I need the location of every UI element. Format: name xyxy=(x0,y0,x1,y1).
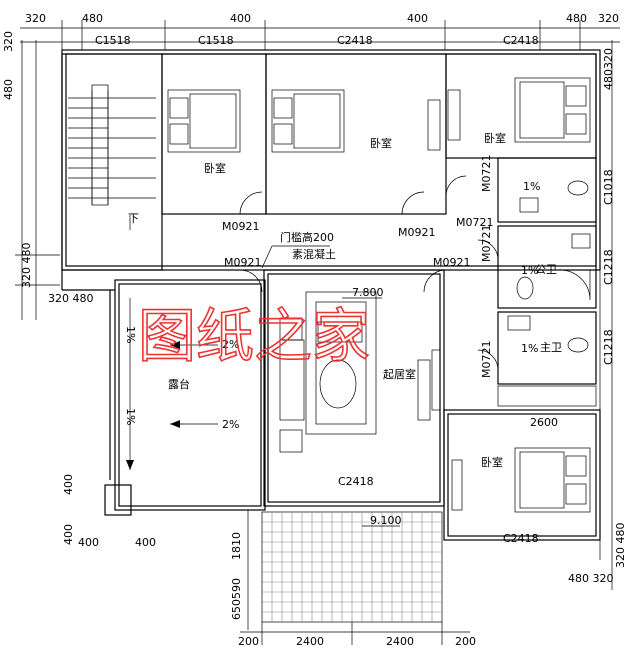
dim-left-320: 320 xyxy=(2,31,15,52)
dim-lower-left-400-a: 400 xyxy=(62,474,75,495)
dim-left-480: 480 xyxy=(2,79,15,100)
door-label-bed4: M0721 xyxy=(456,216,494,229)
dim-left-320480: 320 480 xyxy=(20,243,33,289)
living-furniture xyxy=(279,291,431,453)
dim-lower-left-400-d: 400 xyxy=(62,524,75,545)
room-label-bedroom-4: 卧室 xyxy=(481,455,503,469)
dim-bottom-200-right: 200 xyxy=(455,635,476,648)
room-label-public-bath: 公卫 xyxy=(535,263,557,276)
wardrobes xyxy=(427,89,463,511)
dim-top-320-left: 320 xyxy=(25,12,46,25)
slope-terrace-2: 1% xyxy=(124,408,137,425)
door-label-living-left: M0921 xyxy=(224,256,262,269)
top-dimension-lines xyxy=(20,20,620,50)
elevation-7800: 7.800 xyxy=(352,286,384,299)
door-label-bed1: M0921 xyxy=(222,220,260,233)
room-label-bedroom-1: 卧室 xyxy=(204,161,226,175)
stair-down-label: 下 xyxy=(128,212,139,225)
dim-bottom-2400-right: 2400 xyxy=(386,635,414,648)
dim-2600: 2600 xyxy=(530,416,558,429)
dim-right-480320: 480320 xyxy=(602,48,615,90)
window-label-top-2: C1518 xyxy=(198,34,234,47)
room-label-master-bath: 主卫 xyxy=(540,341,562,354)
door-label-living-right: M0921 xyxy=(433,256,471,269)
slope-bath-1: 1% xyxy=(523,180,540,193)
window-label-top-4: C2418 xyxy=(503,34,539,47)
dim-top-400-a: 400 xyxy=(230,12,251,25)
room-label-terrace: 露台 xyxy=(168,377,190,391)
room-label-bedroom-3: 卧室 xyxy=(484,131,506,145)
slope-bath-3: 1% xyxy=(521,342,538,355)
slope-terrace-3: 2% xyxy=(222,338,239,351)
bottom-dimension-lines xyxy=(240,510,470,645)
slope-bath-2: 1% xyxy=(521,264,538,277)
note-lintel-sub: 素混凝土 xyxy=(292,247,336,261)
window-label-living-south: C2418 xyxy=(338,475,374,488)
right-dimension-lines xyxy=(599,40,613,590)
left-dimension-lines xyxy=(15,40,60,320)
dim-bottom-2400-left: 2400 xyxy=(296,635,324,648)
staircase xyxy=(68,84,156,230)
window-label-bedroom-se: C2418 xyxy=(503,532,539,545)
dim-top-480-left: 480 xyxy=(82,12,103,25)
slope-terrace-4: 2% xyxy=(222,418,239,431)
window-label-c1218-a: C1218 xyxy=(602,249,615,285)
dim-650590: 650590 xyxy=(230,578,243,620)
dim-top-480-right: 480 xyxy=(566,12,587,25)
dim-right-320480: 320 480 xyxy=(614,523,627,569)
dim-top-320-right: 320 xyxy=(598,12,619,25)
note-lintel: 门槛高200 xyxy=(280,230,334,244)
dim-1810: 1810 xyxy=(230,532,243,560)
bed-icons xyxy=(167,77,591,513)
room-label-bedroom-2: 卧室 xyxy=(370,136,392,150)
balcony-tiles xyxy=(261,511,443,623)
dim-left-320480-h: 320 480 xyxy=(48,292,94,305)
elevation-9100: 9.100 xyxy=(370,514,402,527)
room-label-living: 起居室 xyxy=(383,367,416,381)
dim-bottom-200-left: 200 xyxy=(238,635,259,648)
door-label-bath-top: M0721 xyxy=(480,155,493,193)
slope-arrows xyxy=(126,298,218,470)
watermark: 图纸之家 xyxy=(138,302,370,370)
bath-fixtures xyxy=(497,180,597,407)
slope-terrace-1: 1% xyxy=(124,326,137,343)
door-label-bath-low: M0721 xyxy=(480,341,493,379)
door-label-bath-mid: M0721 xyxy=(480,225,493,263)
door-label-bed2: M0921 xyxy=(398,226,436,239)
window-label-c1218-b: C1218 xyxy=(602,329,615,365)
dim-lower-left-400-b: 400 xyxy=(78,536,99,549)
window-label-top-3: C2418 xyxy=(337,34,373,47)
dim-top-400-b: 400 xyxy=(407,12,428,25)
door-swings xyxy=(239,175,499,371)
walls xyxy=(61,49,601,541)
window-label-top-1: C1518 xyxy=(95,34,131,47)
dim-right-480320: 480 320 xyxy=(568,572,614,585)
window-label-c1018: C1018 xyxy=(602,169,615,205)
dim-lower-left-400-c: 400 xyxy=(135,536,156,549)
